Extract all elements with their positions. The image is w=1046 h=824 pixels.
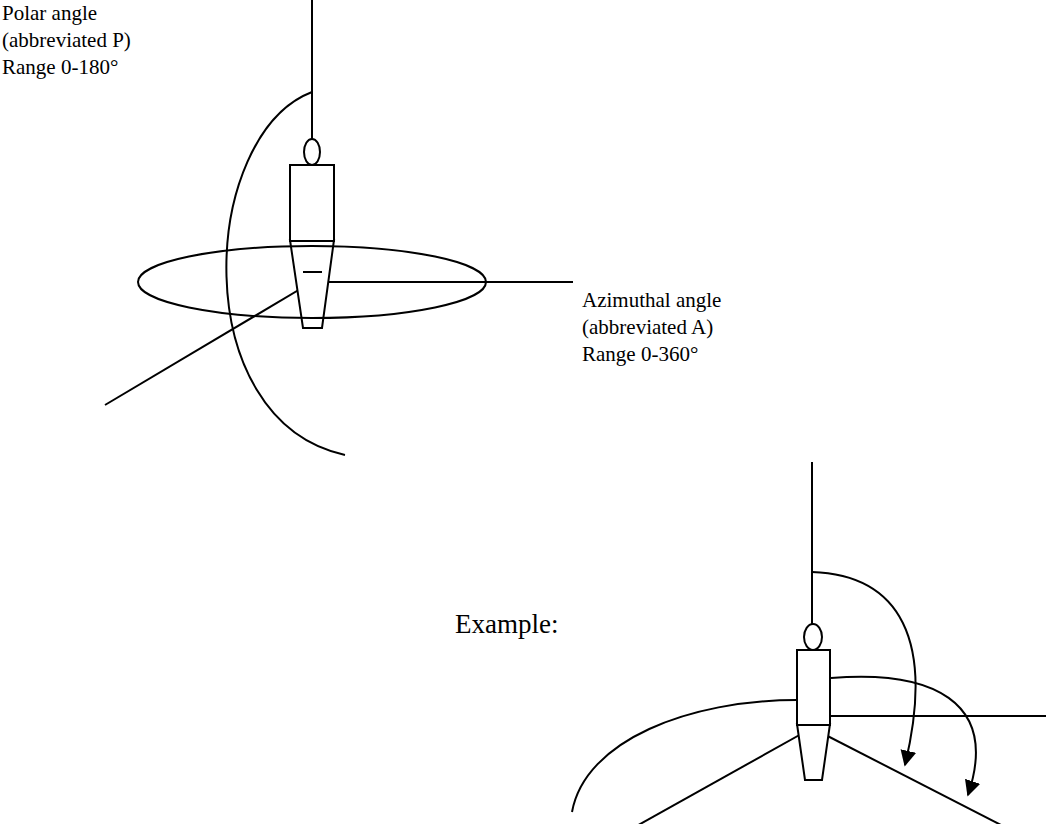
- polar-arc: [226, 92, 345, 455]
- example-polar-arrow: [812, 572, 916, 765]
- example-azimuth-arc: [572, 700, 797, 812]
- example-heading: Example:: [455, 608, 615, 640]
- azimuth-ellipse: [138, 246, 486, 318]
- example-azimuth-arrow: [831, 677, 976, 795]
- angle-label: Azimuthal angle (abbreviated A) Range 0-…: [582, 287, 757, 368]
- person-top: [290, 139, 334, 328]
- axes-bottom: [540, 462, 1046, 824]
- angle-label: Polar angle (abbreviated P) Range 0-180°: [2, 0, 162, 81]
- axes-top: [105, 0, 573, 405]
- person-bottom: [797, 624, 830, 780]
